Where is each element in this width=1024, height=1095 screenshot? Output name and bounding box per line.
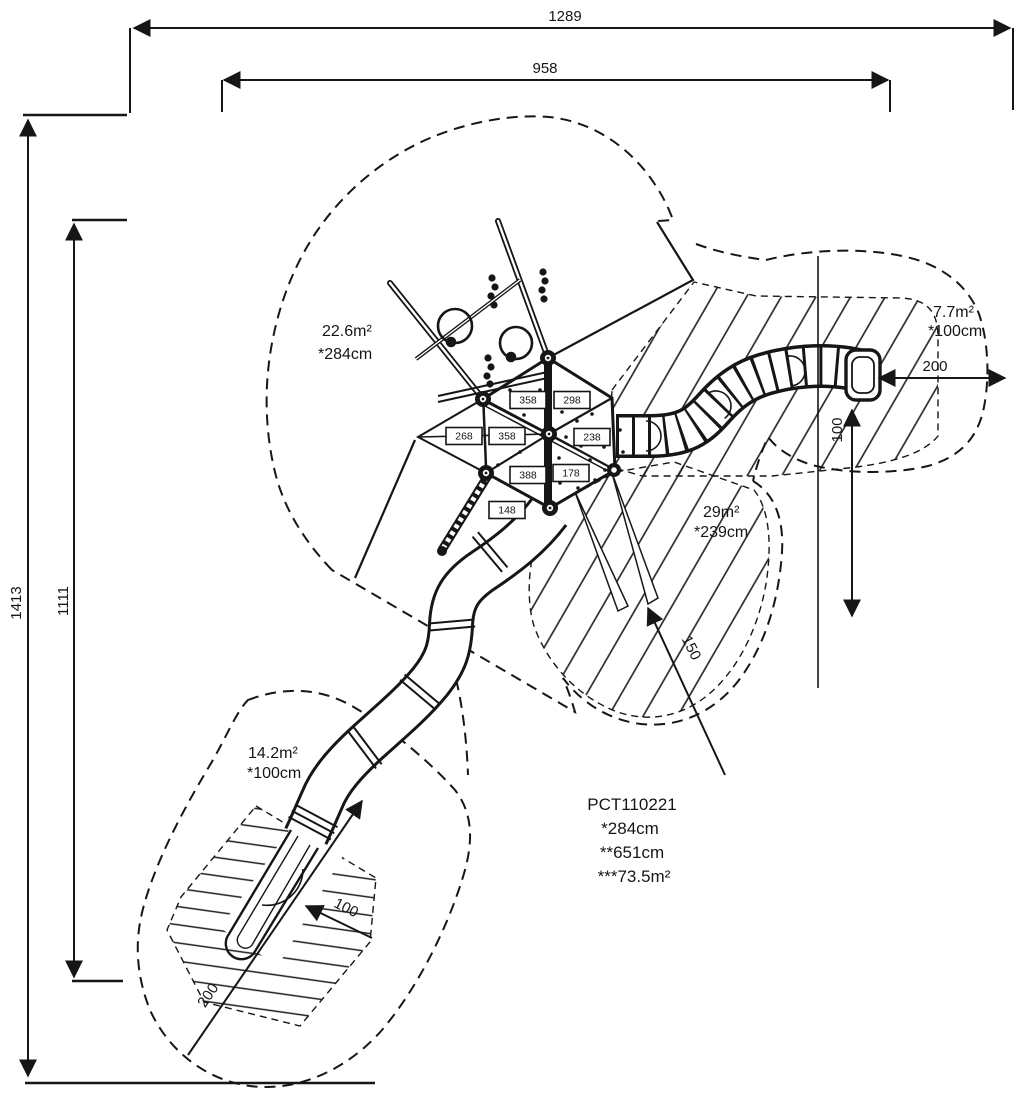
panel-badge: 298 bbox=[553, 390, 591, 410]
tube-slide bbox=[220, 497, 568, 966]
support-wedges bbox=[574, 472, 659, 613]
dimension-right-zone-width: 100 bbox=[829, 408, 861, 618]
zone-tunnel-height: *100cm bbox=[928, 323, 982, 340]
dimension-inner-width: 958 bbox=[222, 60, 890, 89]
panel-badge: 358 bbox=[488, 426, 526, 446]
panel-badge: 388 bbox=[509, 465, 547, 485]
safety-zone-outline-exit bbox=[136, 689, 472, 1088]
product-info-block: PCT110221 *284cm **651cm ***73.5m² bbox=[587, 795, 676, 886]
panel-badge-value: 178 bbox=[562, 468, 580, 480]
zone-exit-area: 14.2m² bbox=[248, 745, 298, 762]
panel-badge: 268 bbox=[445, 426, 483, 446]
zone-label-slide-exit: 14.2m² *100cm bbox=[247, 745, 301, 782]
panel-badge: 238 bbox=[573, 427, 611, 447]
panel-badge-value: 358 bbox=[498, 431, 516, 443]
panel-badge-value: 298 bbox=[563, 395, 581, 407]
product-spec1: *284cm bbox=[601, 819, 659, 838]
dimension-right-zone-length: 200 bbox=[877, 358, 1007, 387]
zone-climb-area: 22.6m² bbox=[322, 323, 372, 340]
panel-badge-value: 148 bbox=[498, 505, 516, 517]
slide-joint-rings bbox=[288, 531, 509, 841]
support-lines bbox=[353, 221, 695, 579]
zone-mid-area: 29m² bbox=[703, 504, 740, 521]
panel-badge-value: 388 bbox=[519, 470, 537, 482]
dimension-overall-height: 1413 bbox=[8, 118, 37, 1078]
zone-climb-height: *284cm bbox=[318, 346, 372, 363]
climbing-rungs bbox=[414, 278, 553, 403]
panel-badge-value: 268 bbox=[455, 431, 473, 443]
zone-label-tunnel: 7.7m² *100cm bbox=[928, 304, 982, 340]
rope-bead-details bbox=[483, 268, 549, 388]
dimension-overall-height-label: 1413 bbox=[8, 586, 25, 619]
safety-zone-outline-tunnel bbox=[752, 249, 989, 482]
dimension-right-zone-width-label: 100 bbox=[829, 417, 846, 442]
crawl-tunnel bbox=[616, 344, 882, 458]
dimension-right-zone-length-label: 200 bbox=[922, 358, 947, 375]
dimension-inner-height: 1111 bbox=[55, 222, 83, 979]
dimension-inner-height-label: 1111 bbox=[55, 586, 72, 616]
product-spec2: **651cm bbox=[600, 843, 664, 862]
zone-exit-height: *100cm bbox=[247, 765, 301, 782]
panel-badge-value: 358 bbox=[519, 395, 537, 407]
zone-tunnel-area: 7.7m² bbox=[933, 304, 975, 321]
zone-mid-height: *239cm bbox=[694, 524, 748, 541]
panel-badge: 178 bbox=[552, 463, 590, 483]
safety-zone-bridge bbox=[695, 243, 767, 261]
zone-label-mid: 29m² *239cm bbox=[694, 504, 748, 541]
tunnel-end-cap bbox=[844, 348, 882, 402]
extension-lines bbox=[23, 28, 1014, 1085]
safety-zone-corridor-right bbox=[439, 627, 469, 776]
dimension-overall-width: 1289 bbox=[132, 8, 1012, 37]
panel-badges: 358 298 268 358 238 388 178 148 bbox=[445, 390, 611, 520]
safety-zone-outline-mid bbox=[331, 480, 784, 726]
product-code: PCT110221 bbox=[587, 795, 676, 814]
product-spec3: ***73.5m² bbox=[598, 867, 671, 886]
dimension-overall-width-label: 1289 bbox=[548, 8, 581, 25]
zone-label-climb: 22.6m² *284cm bbox=[318, 323, 372, 363]
panel-badge-value: 238 bbox=[583, 432, 601, 444]
tunnel-arch-details bbox=[645, 355, 806, 452]
panel-badge: 148 bbox=[488, 500, 526, 520]
panel-badge: 358 bbox=[509, 390, 547, 410]
tower-nodes bbox=[437, 350, 621, 556]
climbing-rings bbox=[436, 307, 534, 363]
entry-ladder bbox=[438, 474, 491, 553]
slide-exit-channel bbox=[220, 826, 344, 966]
dimension-inner-width-label: 958 bbox=[532, 60, 557, 77]
